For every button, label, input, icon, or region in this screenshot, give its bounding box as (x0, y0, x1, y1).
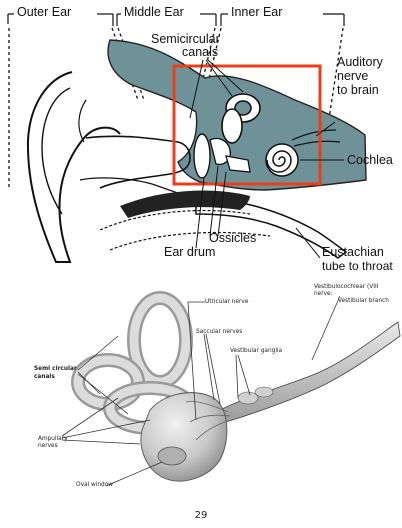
vestibulocochlear-nerve-shape (220, 322, 400, 422)
vestibular-ganglia-label: Vestibular ganglia (230, 348, 282, 355)
oval-window-shape (158, 447, 186, 465)
semi-circular-canals-label-line1: Semi circular (34, 366, 77, 373)
vestibular-branch-label: Vestibular branch (338, 298, 389, 305)
vestibule-shape (141, 393, 227, 481)
utricular-nerve-label: Utricular nerve (205, 299, 248, 306)
page-number: 29 (0, 510, 402, 521)
ampullary-nerves-label-line2: nerves (38, 443, 58, 450)
ampullary-nerves-label-line1: Ampullary (38, 436, 68, 443)
vestibulocochlear-label-line1: Vestibulocochlear (VIII (314, 284, 378, 291)
vestibulocochlear-label-line2: nerve: (314, 291, 333, 298)
saccular-nerves-label: Saccular nerves (196, 329, 242, 336)
oval-window-label: Oval window (76, 482, 113, 489)
semi-circular-canals-label-line2: canals (34, 374, 55, 381)
